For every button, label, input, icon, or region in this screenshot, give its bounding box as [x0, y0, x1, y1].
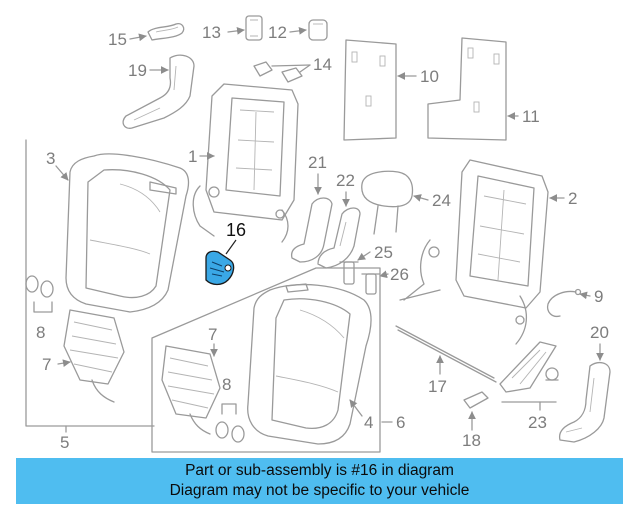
callout-5: 5: [60, 433, 69, 452]
part-7-spring-mat-left: [63, 309, 125, 403]
part-23-hinge-cover: [499, 341, 557, 393]
callout-19: 19: [128, 61, 147, 80]
part-23-fastener: [545, 367, 559, 381]
callout-11: 11: [522, 107, 540, 126]
callout-7a: 7: [42, 355, 51, 374]
part-8-clips-left: [25, 275, 54, 298]
callout-8b: 8: [222, 375, 231, 394]
callout-22: 22: [336, 171, 355, 190]
part-7-spring-mat-center: [161, 345, 221, 435]
part-10-back-panel: [343, 39, 397, 141]
callout-4: 4: [364, 413, 373, 432]
part-24-headrest: [361, 170, 414, 235]
part-18-clip: [463, 391, 489, 409]
bracket-5: [25, 139, 155, 427]
callout-9: 9: [594, 287, 603, 306]
callout-2: 2: [568, 189, 577, 208]
callout-15: 15: [108, 30, 127, 49]
part-1-seat-back-frame: [192, 83, 299, 243]
banner-line-1: Part or sub-assembly is #16 in diagram: [185, 462, 454, 479]
callout-21: 21: [308, 153, 327, 172]
callout-1: 1: [188, 147, 197, 166]
callout-23: 23: [528, 413, 547, 432]
callout-10: 10: [420, 67, 439, 86]
callout-24: 24: [432, 191, 451, 210]
part-26-guide: [361, 273, 381, 295]
banner-line-2: Diagram may not be specific to your vehi…: [169, 482, 470, 499]
callout-16: 16: [226, 220, 246, 240]
callout-8a: 8: [36, 323, 45, 342]
part-22-hinge-cover: [317, 207, 361, 269]
callout-14: 14: [313, 55, 332, 74]
callout-17: 17: [428, 377, 447, 396]
callout-3: 3: [46, 149, 55, 168]
part-13-bracket: [245, 15, 263, 41]
cushion-box-outline: [151, 267, 381, 453]
part-25-guide: [339, 261, 359, 285]
part-2-seat-back-frame-right: [399, 159, 549, 345]
part-12-cover: [308, 19, 328, 41]
part-14-caps: [253, 61, 303, 83]
part-11-back-panel-large: [427, 37, 507, 141]
part-16-highlighted-lever: [205, 250, 235, 286]
callout-20: 20: [590, 323, 609, 342]
part-19-side-trim: [122, 54, 195, 129]
callout-13: 13: [202, 23, 221, 42]
callout-7b: 7: [208, 325, 217, 344]
part-15-wire-clip: [147, 22, 185, 41]
part-3-seat-back-cover: [65, 153, 190, 313]
part-20-side-cover: [558, 361, 611, 443]
callout-18: 18: [462, 431, 481, 450]
part-8-clips-center: [215, 421, 245, 443]
callout-26: 26: [390, 265, 409, 284]
info-banner: Part or sub-assembly is #16 in diagram D…: [16, 458, 623, 504]
part-9-wire: [546, 288, 582, 318]
callout-12: 12: [268, 23, 287, 42]
parts-diagram: 15 13 12 14 19 1: [25, 15, 611, 453]
part-4-seat-cushion: [247, 283, 372, 445]
callout-6: 6: [396, 413, 405, 432]
callout-25: 25: [374, 243, 393, 262]
part-21-hinge-cover: [290, 197, 333, 263]
part-17-rod: [395, 325, 497, 383]
